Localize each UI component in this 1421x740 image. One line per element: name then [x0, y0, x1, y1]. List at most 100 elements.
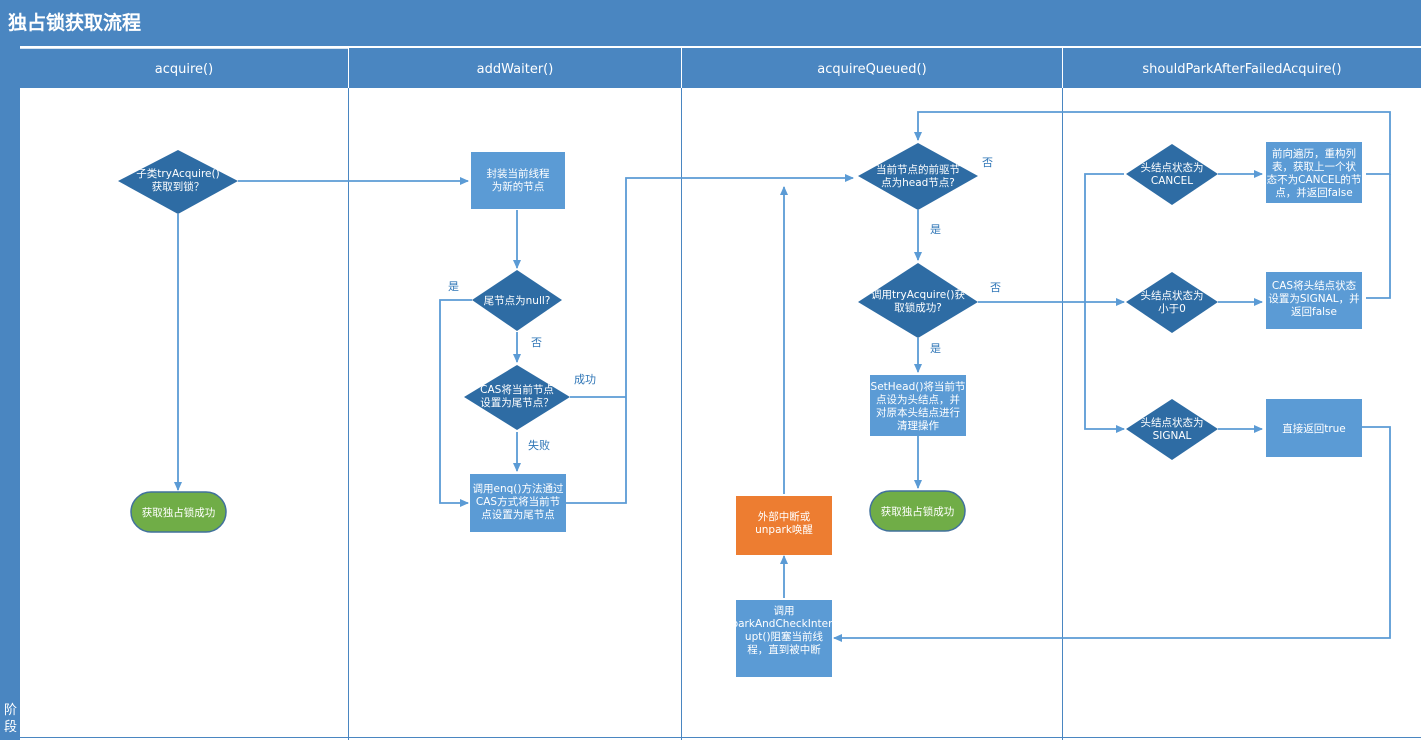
process-return-true: [1266, 399, 1362, 457]
decision-less0: [1126, 272, 1218, 333]
d_tail_null-line-0: 尾节点为null?: [484, 295, 551, 307]
p_park-line-0: 调用: [774, 605, 795, 617]
p_set_head-line-1: 点设为头结点，并: [876, 393, 960, 406]
lane-header-addwaiter: [349, 48, 681, 88]
decision-cas-tail: [464, 365, 570, 430]
decision-tail-null: [472, 270, 562, 331]
d_less0-line-0: 头结点状态为: [1141, 289, 1204, 302]
p_enq-line-2: 点设置为尾节点: [481, 509, 555, 521]
p_interrupt-line-0: 外部中断或: [758, 510, 811, 523]
d_try_acquire_2-line-1: 取锁成功?: [894, 301, 942, 314]
t_acquire_success_1-line-0: 获取独占锁成功: [142, 506, 216, 519]
d_signal-line-1: SIGNAL: [1153, 430, 1192, 442]
p_wrap_node-line-0: 封装当前线程: [487, 167, 550, 180]
p_cas_signal-line-0: CAS将头结点状态: [1272, 279, 1357, 292]
lane-header-acquirequeued: [682, 48, 1062, 88]
decision-cancel: [1126, 144, 1218, 205]
process-set-head: [870, 375, 966, 436]
p_set_head-line-0: SetHead()将当前节: [871, 380, 966, 393]
terminator-acquire-success: [130, 491, 227, 533]
connectors: [174, 111, 1391, 642]
d_cas_tail-line-0: CAS将当前节点: [480, 383, 554, 396]
terminator-acquire-success-2-text: 获取独占锁成功: [881, 505, 955, 518]
diagram-title: 独占锁获取流程: [8, 11, 141, 34]
edge-cassignal-loop: [1366, 174, 1391, 299]
process-wrap-node-text: 封装当前线程为新的节点: [487, 167, 550, 193]
process-park: [736, 600, 832, 677]
p_park-line-2: upt()阻塞当前线: [745, 630, 824, 643]
decision-try-acquire-2-text: 调用tryAcquire()获取锁成功?: [871, 289, 965, 314]
p_traverse-line-3: 点，并返回false: [1275, 186, 1352, 199]
p_interrupt-line-1: unpark唤醒: [755, 523, 813, 536]
label-yes: 是: [930, 342, 941, 355]
decision-cas-tail-text: CAS将当前节点设置为尾节点？: [480, 383, 554, 409]
process-set-head-text: SetHead()将当前节点设为头结点，并对原本头结点进行清理操作: [871, 380, 966, 432]
decision-less0-text: 头结点状态为小于0: [1141, 289, 1204, 315]
d_signal-line-0: 头结点状态为: [1141, 416, 1204, 429]
process-wrap-node: [471, 152, 565, 209]
process-traverse-text: 前向遍历，重构列表，获取上一个状态不为CANCEL的节点，并返回false: [1267, 147, 1362, 199]
lane-header-acquire: [20, 48, 348, 88]
edge-traverse-loop: [914, 111, 1391, 175]
title-bar: [0, 0, 1421, 46]
process-cas-signal: [1266, 272, 1362, 329]
decision-try-acquire-2: [858, 263, 978, 338]
decision-signal: [1126, 399, 1218, 460]
process-interrupt: [736, 496, 832, 555]
decision-pred-head: [858, 143, 978, 210]
edge-returntrue-to-park: [833, 426, 1391, 642]
p_traverse-line-2: 态不为CANCEL的节: [1267, 173, 1362, 186]
p_wrap_node-line-1: 为新的节点: [492, 180, 545, 193]
phase-bar: [0, 46, 20, 740]
d_cas_tail-line-1: 设置为尾节点？: [480, 397, 554, 409]
t_acquire_success_2-line-0: 获取独占锁成功: [881, 505, 955, 518]
d_pred_head-line-1: 点为head节点?: [881, 177, 955, 189]
p_park-line-3: 程，直到被中断: [747, 643, 821, 656]
label-no: 否: [990, 281, 1001, 294]
d_try_acquire-line-1: 获取到锁？: [152, 180, 205, 193]
decision-tail-null-text: 尾节点为null?: [484, 295, 551, 307]
lane-header-shouldpark: [1063, 48, 1421, 88]
label-success: 成功: [574, 373, 596, 386]
label-no: 否: [982, 156, 993, 169]
p_set_head-line-2: 对原本头结点进行: [876, 406, 960, 419]
d_try_acquire_2-line-0: 调用tryAcquire()获: [871, 289, 965, 301]
lane-label-shouldpark: shouldParkAfterFailedAcquire(): [1142, 62, 1341, 77]
lane-label-addwaiter: addWaiter(): [477, 62, 554, 77]
decision-try-acquire: [118, 150, 238, 214]
label-no: 否: [531, 336, 542, 349]
process-cas-signal-text: CAS将头结点状态设置为SIGNAL，并返回false: [1268, 279, 1359, 318]
d_cancel-line-1: CANCEL: [1151, 175, 1193, 187]
p_cas_signal-line-2: 返回false: [1291, 306, 1337, 318]
phase-label-1: 阶: [4, 703, 17, 718]
terminator-acquire-success-text: 获取独占锁成功: [142, 506, 216, 519]
decision-try-acquire-text: 子类tryAcquire()获取到锁？: [136, 167, 219, 193]
label-yes: 是: [930, 223, 941, 236]
edge-to-predhead: [566, 174, 854, 504]
label-fail: 失败: [528, 438, 550, 452]
label-yes: 是: [448, 280, 459, 293]
edge-branch-fanout: [1084, 173, 1125, 433]
p_enq-line-0: 调用enq()方法通过: [473, 482, 564, 495]
p_traverse-line-1: 表，获取上一个状: [1272, 160, 1356, 173]
d_cancel-line-0: 头结点状态为: [1141, 161, 1204, 174]
d_try_acquire-line-0: 子类tryAcquire(): [136, 167, 219, 180]
p_cas_signal-line-1: 设置为SIGNAL，并: [1268, 292, 1359, 305]
terminator-acquire-success-2: [869, 490, 966, 532]
p_set_head-line-3: 清理操作: [897, 419, 939, 432]
process-traverse: [1266, 142, 1362, 203]
p_traverse-line-0: 前向遍历，重构列: [1272, 147, 1356, 160]
p_return_true-line-0: 直接返回true: [1282, 422, 1346, 435]
p_enq-line-1: CAS方式将当前节: [476, 495, 560, 508]
lane-label-acquirequeued: acquireQueued(): [817, 62, 926, 77]
process-return-true-text: 直接返回true: [1282, 422, 1346, 435]
edge-tailnull-yes-to-enq: [439, 299, 472, 507]
d_less0-line-1: 小于0: [1158, 303, 1186, 315]
